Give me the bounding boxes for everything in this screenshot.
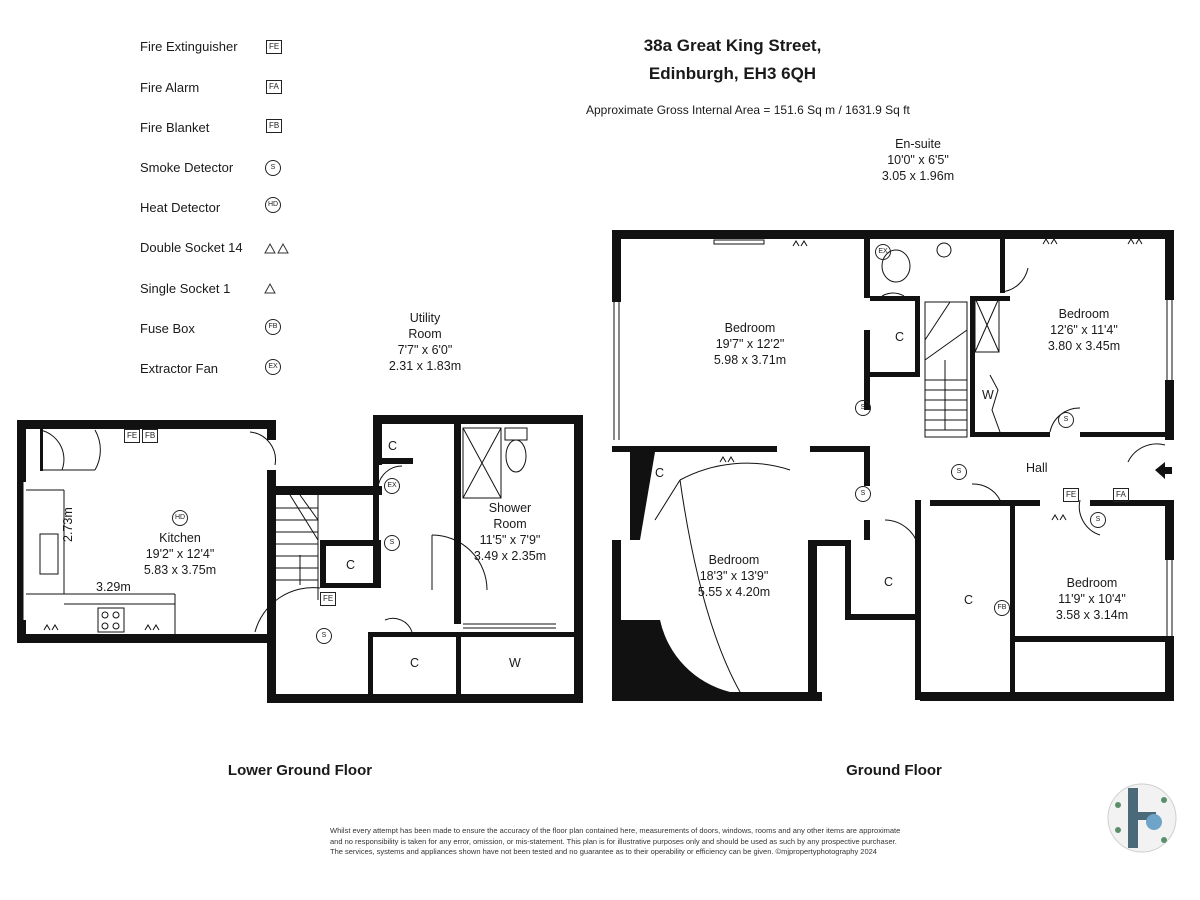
- smoke-detector-symbol: S: [1058, 412, 1074, 428]
- legend-label: Fuse Box: [140, 321, 195, 336]
- fire-alarm-symbol: FA: [1113, 488, 1129, 502]
- room-name: Kitchen: [159, 531, 201, 545]
- legend-label: Fire Extinguisher: [140, 39, 238, 54]
- gross-internal-area: Approximate Gross Internal Area = 151.6 …: [586, 103, 910, 117]
- lower-ground-floor-title: Lower Ground Floor: [227, 762, 373, 779]
- room-metric: 3.58 x 3.14m: [1055, 608, 1129, 622]
- room-name: Room: [408, 327, 442, 341]
- room-imperial: 10'0" x 6'5": [887, 153, 949, 167]
- wardrobe-label: W: [509, 656, 521, 670]
- heat-detector-symbol: HD: [172, 510, 188, 526]
- room-name: Room: [493, 517, 527, 531]
- fuse-box-symbol: FB: [265, 319, 281, 335]
- bedroom-se-label: Bedroom 11'9" x 10'4" 3.58 x 3.14m: [1032, 575, 1152, 623]
- room-name: Bedroom: [1066, 576, 1118, 590]
- kitchen-dimension-horizontal: 3.29m: [96, 580, 131, 594]
- single-socket-icon: [264, 282, 276, 294]
- room-imperial: 19'2" x 12'4": [145, 547, 215, 561]
- room-imperial: 12'6" x 11'4": [1050, 323, 1118, 337]
- disclaimer-line: The services, systems and appliances sho…: [330, 847, 877, 856]
- fuse-box-symbol: FB: [994, 600, 1010, 616]
- extractor-fan-symbol: EX: [384, 478, 400, 494]
- cupboard-label: C: [346, 558, 356, 572]
- room-imperial: 19'7" x 12'2": [715, 337, 785, 351]
- address-line-1: 38a Great King Street,: [643, 36, 822, 55]
- smoke-detector-symbol: S: [855, 486, 871, 502]
- fire-extinguisher-symbol: FE: [1063, 488, 1080, 502]
- room-name: Utility: [409, 311, 441, 325]
- smoke-detector-symbol: S: [855, 400, 871, 416]
- kitchen-dimension-vertical: 2.73m: [61, 507, 75, 542]
- ground-floor-walls: [612, 230, 1174, 701]
- smoke-detector-symbol: S: [951, 464, 967, 480]
- fire-blanket-symbol: FB: [142, 429, 159, 443]
- smoke-detector-symbol: S: [316, 628, 332, 644]
- kitchen-label: Kitchen 19'2" x 12'4" 5.83 x 3.75m: [110, 530, 250, 578]
- cupboard-label: C: [895, 330, 905, 344]
- legend-label: Single Socket 1: [140, 281, 231, 296]
- room-imperial: 7'7" x 6'0": [397, 343, 453, 357]
- room-imperial: 18'3" x 13'9": [699, 569, 769, 583]
- extractor-fan-symbol: EX: [265, 359, 281, 375]
- smoke-detector-symbol: S: [265, 160, 281, 176]
- heat-detector-symbol: HD: [265, 197, 281, 213]
- room-metric: 3.80 x 3.45m: [1047, 339, 1121, 353]
- room-metric: 5.55 x 4.20m: [697, 585, 771, 599]
- disclaimer: Whilst every attempt has been made to en…: [330, 826, 901, 858]
- room-metric: 5.83 x 3.75m: [143, 563, 217, 577]
- utility-room-label: Utility Room 7'7" x 6'0" 2.31 x 1.83m: [370, 310, 480, 374]
- double-socket-icon: [264, 242, 289, 254]
- legend-label: Smoke Detector: [140, 160, 234, 175]
- smoke-detector-symbol: S: [1090, 512, 1106, 528]
- room-name: Bedroom: [1058, 307, 1110, 321]
- cupboard-label: C: [655, 466, 665, 480]
- room-metric: 3.05 x 1.96m: [881, 169, 955, 183]
- hall-label: Hall: [1026, 461, 1048, 475]
- company-logo: [1107, 783, 1177, 853]
- fire-blanket-symbol: FB: [266, 119, 283, 133]
- room-name: Bedroom: [724, 321, 776, 335]
- fire-extinguisher-symbol: FE: [124, 429, 141, 443]
- ground-floor-title: Ground Floor: [846, 762, 942, 779]
- legend-label: Heat Detector: [140, 200, 221, 215]
- fire-extinguisher-symbol: FE: [320, 592, 337, 606]
- legend-label: Double Socket 14: [140, 240, 243, 255]
- utility-walls: [267, 415, 583, 703]
- room-metric: 5.98 x 3.71m: [713, 353, 787, 367]
- wardrobe-label: W: [982, 388, 994, 402]
- room-imperial: 11'9" x 10'4": [1058, 592, 1126, 606]
- kitchen-walls: [17, 420, 276, 643]
- room-metric: 3.49 x 2.35m: [473, 549, 547, 563]
- legend-label: Fire Blanket: [140, 120, 210, 135]
- bedroom-ne-label: Bedroom 12'6" x 11'4" 3.80 x 3.45m: [1024, 306, 1144, 354]
- disclaimer-line: Whilst every attempt has been made to en…: [330, 826, 901, 835]
- address-line-2: Edinburgh, EH3 6QH: [648, 64, 817, 83]
- room-name: En-suite: [895, 137, 941, 151]
- cupboard-label: C: [388, 439, 398, 453]
- bedroom-sw-label: Bedroom 18'3" x 13'9" 5.55 x 4.20m: [674, 552, 794, 600]
- cupboard-label: C: [884, 575, 894, 589]
- extractor-fan-symbol: EX: [875, 244, 891, 260]
- fire-alarm-symbol: FA: [266, 80, 282, 94]
- legend-label: Extractor Fan: [140, 361, 219, 376]
- shower-room-label: Shower Room 11'5" x 7'9" 3.49 x 2.35m: [462, 500, 558, 564]
- smoke-detector-symbol: S: [384, 535, 400, 551]
- bedroom-main-label: Bedroom 19'7" x 12'2" 5.98 x 3.71m: [690, 320, 810, 368]
- disclaimer-line: and no responsibility is taken for any e…: [330, 836, 897, 846]
- room-name: Shower: [488, 501, 532, 515]
- room-imperial: 11'5" x 7'9": [479, 533, 541, 547]
- legend-label: Fire Alarm: [140, 80, 200, 95]
- cupboard-label: C: [964, 593, 974, 607]
- cupboard-label: C: [410, 656, 420, 670]
- room-metric: 2.31 x 1.83m: [388, 359, 462, 373]
- room-name: Bedroom: [708, 553, 760, 567]
- ensuite-label: En-suite 10'0" x 6'5" 3.05 x 1.96m: [858, 136, 978, 184]
- fire-extinguisher-symbol: FE: [266, 40, 283, 54]
